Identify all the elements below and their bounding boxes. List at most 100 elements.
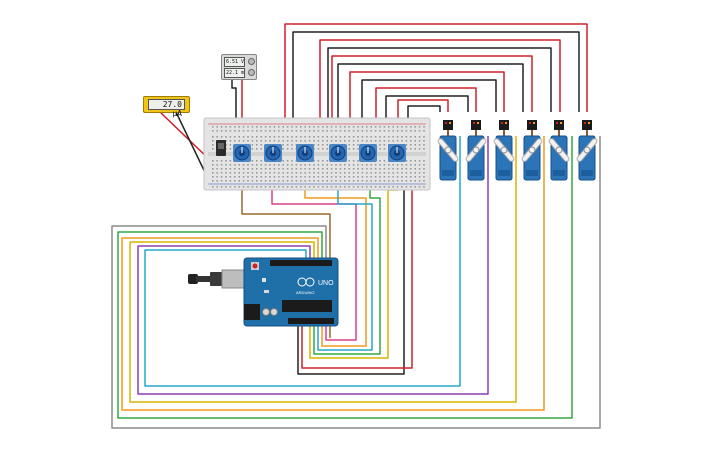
breadboard-hole [264,126,267,128]
breadboard-hole [388,126,390,128]
breadboard-hole [361,140,364,142]
potentiometer[interactable] [329,144,347,162]
breadboard-hole [405,130,408,132]
breadboard-hole [423,148,425,150]
breadboard-hole [335,172,337,174]
wire[interactable] [284,23,588,124]
servo-motor[interactable] [437,120,460,181]
breadboard-hole [216,186,218,188]
wire[interactable] [292,31,580,124]
servo-horn-icon[interactable] [493,137,516,162]
breadboard-hole [242,180,245,182]
breadboard-hole [352,160,355,162]
breadboard-hole [291,176,293,178]
wire[interactable] [144,136,461,387]
wire[interactable] [385,95,469,124]
potentiometers[interactable] [233,144,406,162]
potentiometer[interactable] [233,144,251,162]
breadboard-hole [260,186,262,188]
breadboard-hole [282,172,284,174]
usb-port[interactable] [221,269,245,289]
breadboard-hole [344,168,346,170]
servo-motor[interactable] [493,120,516,181]
servo-pin [588,122,590,124]
servo-horn-icon[interactable] [576,137,599,162]
breadboard-hole [339,176,342,178]
breadboard-hole [278,172,280,174]
wire[interactable] [313,160,381,355]
wire[interactable] [331,55,533,124]
breadboard-hole [291,136,293,138]
servo-horn-icon[interactable] [521,137,544,162]
breadboard-hole [392,168,394,170]
wire[interactable] [129,136,517,403]
servo-motor[interactable] [548,120,571,181]
wire[interactable] [297,186,405,375]
servo-horn-icon[interactable] [548,137,571,162]
ammeter[interactable]: 27.0 µA [143,96,190,118]
wire[interactable] [349,71,505,124]
breadboard-hole [282,186,284,188]
slide-switch[interactable] [216,140,226,156]
breadboard-hole [330,176,333,178]
breadboard-hole [212,176,214,178]
breadboard-hole [256,186,258,188]
breadboard-hole [410,130,412,132]
wire[interactable] [301,186,413,369]
potentiometer[interactable] [359,144,377,162]
voltage-knob-icon[interactable] [248,58,255,65]
breadboard-hole [304,186,306,188]
usb-cable-plug[interactable] [188,274,198,284]
breadboard-hole [264,140,267,142]
breadboard-hole [322,136,324,138]
breadboard-hole [423,164,425,166]
potentiometer[interactable] [264,144,282,162]
servo-horn-icon[interactable] [437,137,460,162]
wire[interactable] [407,105,441,124]
breadboard-hole [220,164,223,166]
power-supply[interactable]: 6.51 V 22.1 mA [221,54,257,80]
wire[interactable] [319,39,561,124]
potentiometer[interactable] [296,144,314,162]
wire[interactable] [137,136,489,395]
servos[interactable] [437,120,599,181]
breadboard-hole [269,176,271,178]
breadboard-hole [352,186,355,188]
servo-motor[interactable] [521,120,544,181]
current-knob-icon[interactable] [248,69,255,76]
wire[interactable] [317,160,373,351]
servo-motor[interactable] [576,120,599,181]
breadboard-hole [361,172,364,174]
wire[interactable] [121,136,545,411]
wire[interactable] [271,160,357,341]
wire[interactable] [117,136,573,419]
breadboard-hole [357,176,359,178]
wire[interactable] [361,79,497,124]
breadboard-hole [229,164,232,166]
wire[interactable] [231,78,237,124]
servo-motor[interactable] [465,120,488,181]
breadboard-hole [392,136,394,138]
arduino-uno[interactable]: UNO ARDUINO [188,257,339,327]
wire[interactable] [327,47,552,124]
breadboard-hole [234,168,236,170]
breadboard-hole [348,172,350,174]
wire[interactable] [397,99,449,124]
servo-horn-icon[interactable] [465,137,488,162]
breadboard-hole [401,176,403,178]
reset-button-cap[interactable] [252,263,258,269]
breadboard-hole [264,164,267,166]
breadboard-hole [370,130,372,132]
wire[interactable] [111,136,601,429]
wire[interactable] [337,63,524,124]
potentiometer[interactable] [388,144,406,162]
breadboard-hole [401,168,403,170]
power-jack[interactable] [244,304,260,320]
wire[interactable] [304,160,367,347]
wire[interactable] [375,87,477,124]
breadboard-hole [326,164,328,166]
breadboard-hole [295,140,298,142]
breadboard-hole [335,140,337,142]
